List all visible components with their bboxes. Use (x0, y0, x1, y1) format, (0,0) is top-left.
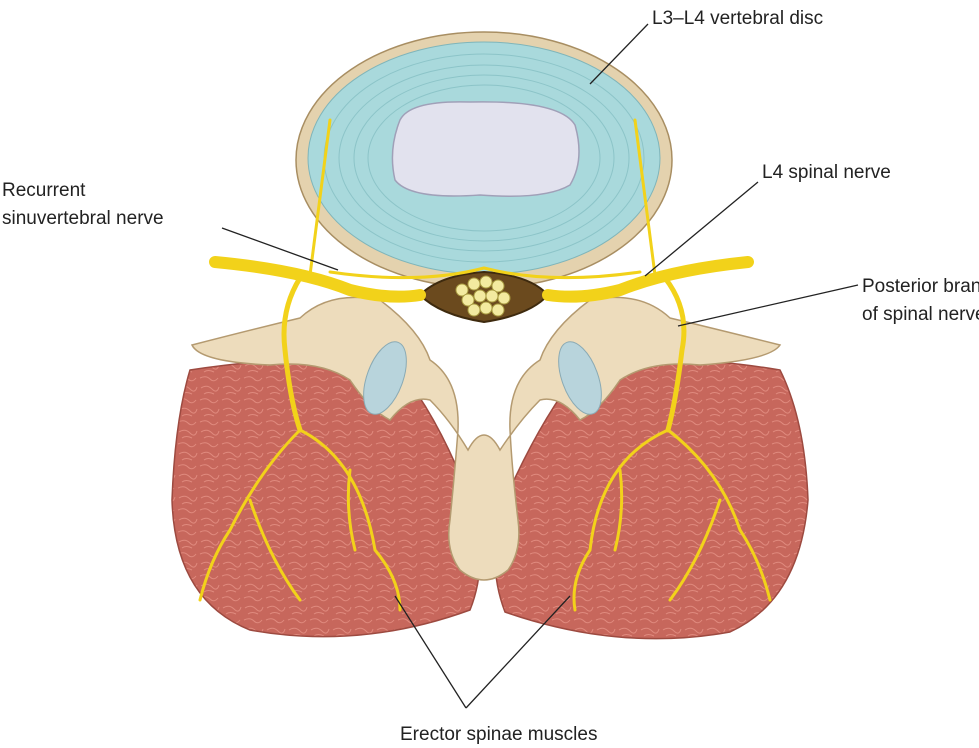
label-spinal-nerve: L4 spinal nerve (762, 162, 891, 183)
right-erector-spinae-muscle (494, 359, 809, 640)
left-facet-joint (363, 341, 407, 415)
right-facet-joint (558, 341, 602, 415)
label-erector-spinae: Erector spinae muscles (400, 724, 597, 745)
vertebral-arch (190, 296, 782, 581)
label-posterior-line1: Posterior branch (862, 276, 979, 297)
left-spinal-nerve (209, 256, 426, 303)
cauda-equina (455, 275, 511, 317)
label-recurrent-line1: Recurrent (2, 180, 86, 201)
label-posterior-line2: of spinal nerve (862, 304, 979, 325)
right-spinal-nerve (542, 256, 754, 303)
label-vertebral-disc: L3–L4 vertebral disc (652, 8, 823, 29)
label-recurrent-line2: sinuvertebral nerve (2, 208, 164, 229)
leader-lines (221, 23, 859, 709)
nucleus-pulposus (391, 101, 580, 197)
nerves (198, 118, 772, 612)
